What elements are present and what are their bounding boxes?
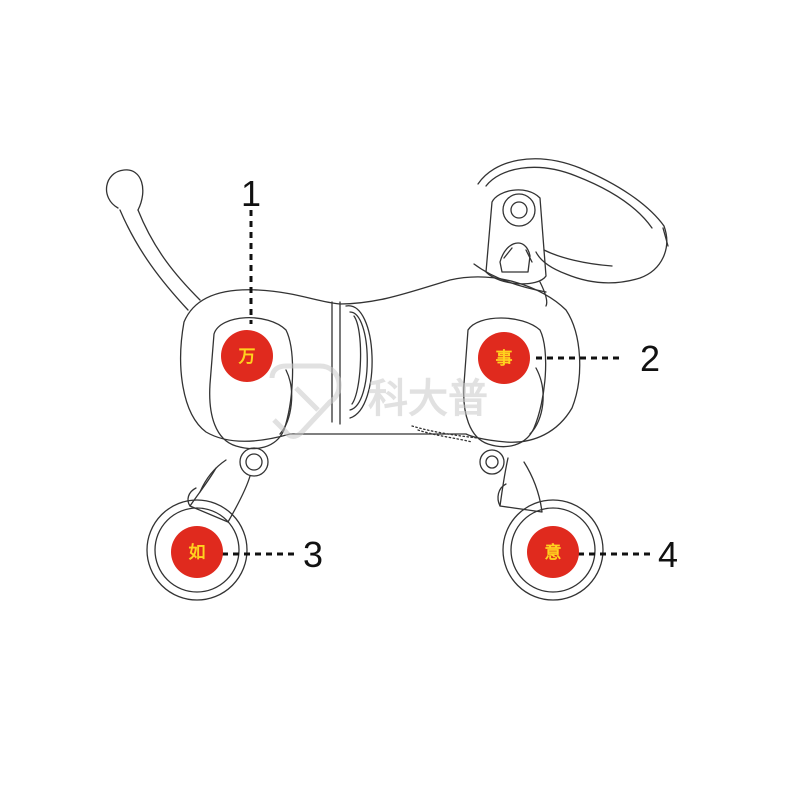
right-hip <box>463 317 547 448</box>
right-leg <box>479 449 543 513</box>
badge-circle <box>478 332 530 384</box>
watermark-text: 科大普 <box>368 376 488 422</box>
badge-4: 意 <box>527 526 579 578</box>
tail <box>105 169 201 311</box>
callout-lines <box>222 210 650 556</box>
badge-circle <box>171 526 223 578</box>
badge-circle <box>527 526 579 578</box>
left-foot <box>146 499 248 601</box>
badge-label: 事 <box>496 349 513 369</box>
badge-2: 事 <box>478 332 530 384</box>
left-leg <box>187 447 269 523</box>
right-foot <box>502 499 604 601</box>
ear <box>485 189 547 285</box>
watermark-logo-icon <box>269 363 342 439</box>
badge-label: 如 <box>189 542 206 563</box>
badge-label: 万 <box>238 347 256 367</box>
badge-label: 意 <box>545 542 562 563</box>
badge-3: 如 <box>171 526 223 578</box>
badge-circle <box>221 330 273 382</box>
callout-number-3: 3 <box>303 534 323 575</box>
eye-icon <box>502 193 536 227</box>
badge-1: 万 <box>221 330 273 382</box>
watermark: 科大普 <box>269 363 488 439</box>
head <box>473 158 669 307</box>
callout-number-1: 1 <box>241 173 261 214</box>
callout-number-4: 4 <box>658 534 678 575</box>
callout-number-2: 2 <box>640 338 660 379</box>
